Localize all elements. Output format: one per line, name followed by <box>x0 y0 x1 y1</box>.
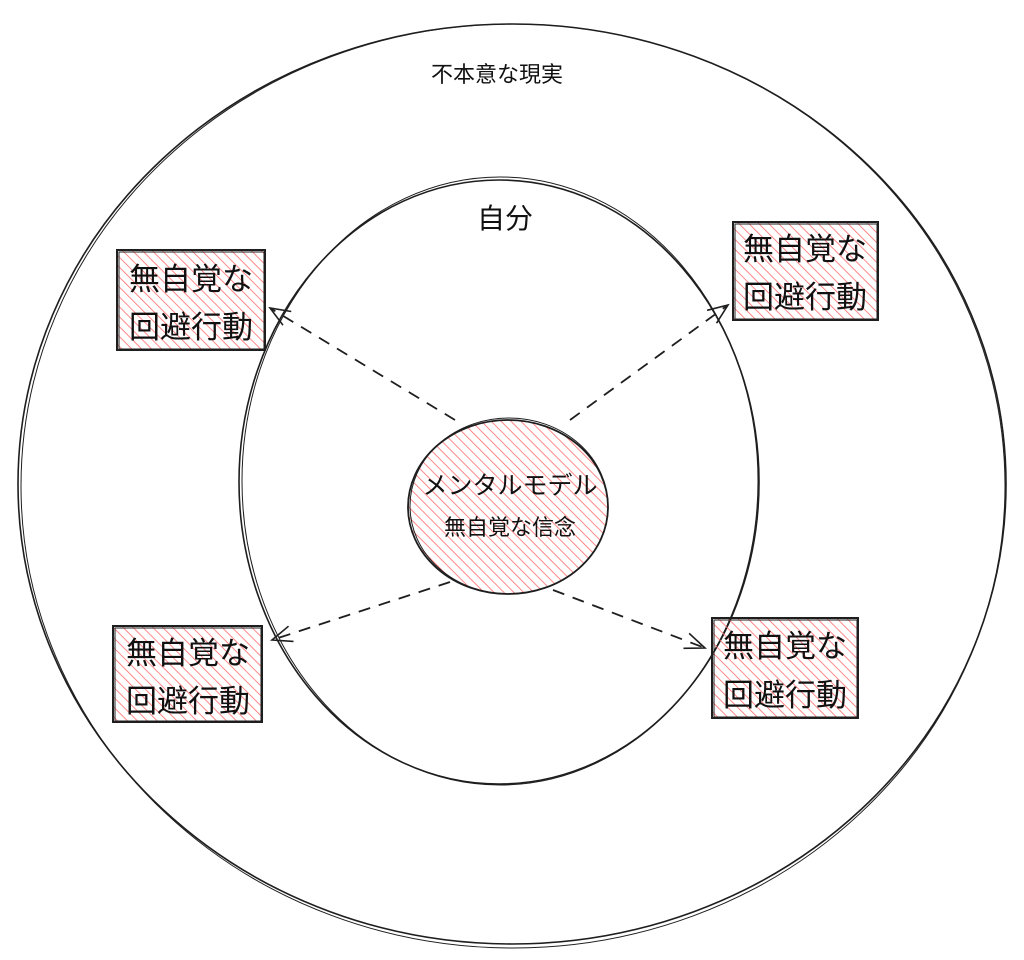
center-node-mental-model: メンタルモデル 無自覚な信念 <box>407 417 609 595</box>
arrow-to-top-right <box>569 305 728 421</box>
arrow-to-bottom-left <box>272 581 451 640</box>
box-bottom-left: 無自覚な 回避行動 <box>112 625 263 723</box>
arrow-to-bottom-right <box>552 589 705 648</box>
center-line1: メンタルモデル <box>422 471 597 500</box>
box-line2: 回避行動 <box>743 280 867 316</box>
box-top-right: 無自覚な 回避行動 <box>732 221 879 321</box>
box-line1: 無自覚な <box>126 636 250 672</box>
center-line2: 無自覚な信念 <box>444 516 576 541</box>
arrow-to-top-left <box>270 308 456 421</box>
box-top-left: 無自覚な 回避行動 <box>116 249 266 351</box>
box-bottom-right: 無自覚な 回避行動 <box>711 617 859 719</box>
inner-circle-self <box>238 179 760 785</box>
box-line2: 回避行動 <box>723 678 847 714</box>
box-line1: 無自覚な <box>129 262 253 298</box>
inner-label: 自分 <box>477 202 533 235</box>
box-line2: 回避行動 <box>129 310 253 346</box>
outer-label: 不本意な現実 <box>431 63 563 88</box>
box-line1: 無自覚な <box>743 232 867 268</box>
box-line1: 無自覚な <box>723 629 847 665</box>
box-line2: 回避行動 <box>126 684 250 720</box>
